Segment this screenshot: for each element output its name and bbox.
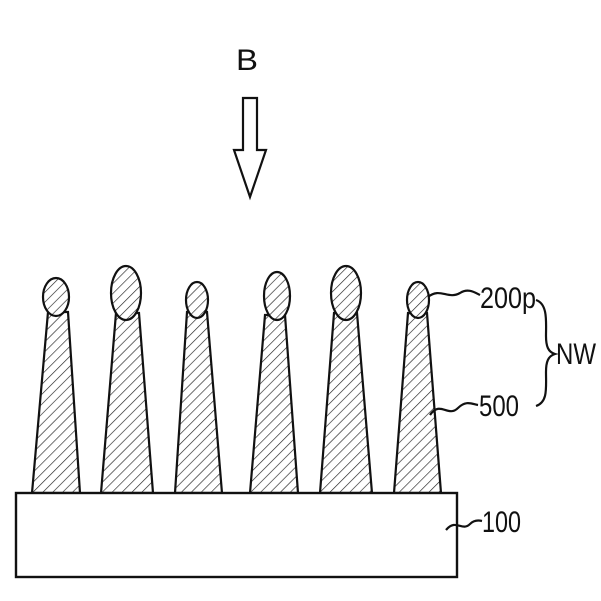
catalyst-particle xyxy=(43,278,69,316)
catalyst-particle xyxy=(264,272,290,320)
nanowire-body xyxy=(320,313,372,493)
label-200p: 200p xyxy=(480,282,536,315)
label-100: 100 xyxy=(482,506,521,539)
catalyst-particle xyxy=(111,266,141,320)
catalyst-particle xyxy=(186,282,208,318)
nanowire xyxy=(32,278,80,493)
substrate xyxy=(16,493,457,577)
nanowire xyxy=(101,266,153,493)
leader-line-500 xyxy=(430,403,478,415)
nanowire xyxy=(320,266,372,493)
nanowire-array xyxy=(32,266,441,493)
down-arrow-icon xyxy=(234,98,266,197)
nanowire-body xyxy=(101,313,153,493)
nanowire-body xyxy=(394,313,441,493)
nanowire-body xyxy=(175,312,222,493)
leader-line-200p xyxy=(428,291,480,297)
nanowire xyxy=(175,282,222,493)
nanowire-body xyxy=(32,312,80,493)
label-nw: NW xyxy=(556,338,597,371)
nanowire-body xyxy=(250,315,298,493)
nanowire xyxy=(394,282,441,493)
nw-brace xyxy=(536,300,555,406)
nanowire xyxy=(250,272,298,493)
catalyst-particle xyxy=(407,282,429,318)
catalyst-particle xyxy=(331,266,361,320)
arrow-label-b: B xyxy=(236,44,258,77)
label-500: 500 xyxy=(479,390,519,423)
